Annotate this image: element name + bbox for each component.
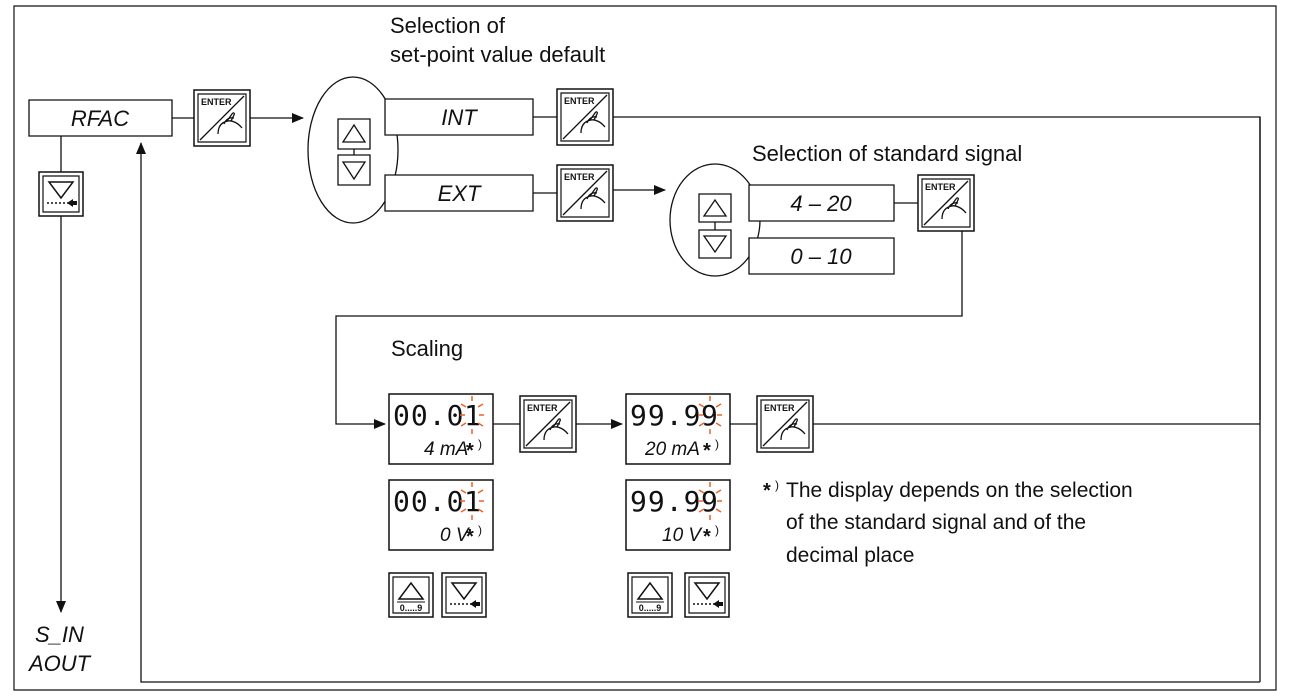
footnote-marker-paren: ) (715, 523, 719, 537)
scaling-min-display (389, 394, 493, 464)
down-back-key-icon[interactable] (684, 572, 730, 618)
footnote-marker: * (763, 480, 771, 502)
return-to-rfac-line (136, 142, 1260, 682)
footnote-marker: * (703, 526, 711, 548)
scaling-max-volt-value: 99.9 (630, 485, 701, 518)
heading-standard-signal: Selection of standard signal (752, 141, 1022, 166)
heading-selection-default-1: Selection of (390, 13, 506, 38)
digit-range-label: 0.....9 (400, 603, 423, 613)
exit-label-2: AOUT (27, 651, 92, 676)
footnote-marker-paren: ) (715, 437, 719, 451)
scaling-min-volt-blink-digit: 1 (464, 485, 482, 518)
enter-key-label: ENTER (564, 96, 595, 106)
diagram-frame (14, 6, 1276, 690)
scaling-min-value: 00.0 (393, 399, 464, 432)
rfac-box (29, 100, 172, 136)
footnote-marker-paren: ) (478, 437, 482, 451)
scaling-max-blink-digit: 9 (701, 399, 719, 432)
scaling-max-display (626, 394, 730, 464)
footnote-marker: * (466, 526, 474, 548)
ext-box (385, 175, 533, 211)
heading-selection-default-2: set-point value default (390, 42, 605, 67)
rfac-label: RFAC (71, 106, 129, 131)
down-arrow-icon[interactable] (338, 155, 370, 185)
down-back-key-icon[interactable] (38, 171, 84, 217)
signal-to-scaling-line (336, 231, 962, 429)
selector-ellipse (308, 77, 398, 223)
scaling-min-voltage: 0 V (440, 525, 471, 546)
heading-scaling: Scaling (391, 336, 463, 361)
scaling-min-volt-value: 00.0 (393, 485, 464, 518)
range-4-20-box (749, 185, 894, 221)
int-label: INT (441, 105, 478, 130)
enter-key-label: ENTER (564, 172, 595, 182)
scaling-max-volt-display (626, 480, 730, 550)
exit-label-1: S_IN (35, 622, 84, 647)
scaling-min-current: 4 mA (424, 439, 468, 460)
enter-key-label: ENTER (925, 182, 956, 192)
footnote-marker: * (703, 440, 711, 462)
footnote-line-3: decimal place (786, 544, 914, 567)
digit-range-label: 0.....9 (639, 603, 662, 613)
up-arrow-icon[interactable] (699, 194, 731, 222)
enter-key-label: ENTER (764, 403, 795, 413)
enter-key-label: ENTER (201, 97, 232, 107)
down-arrow-icon[interactable] (699, 230, 731, 258)
scaling-max-current: 20 mA (644, 439, 700, 460)
footnote-line-2: of the standard signal and of the (786, 511, 1086, 534)
enter-key-label: ENTER (527, 403, 558, 413)
scaling-min-blink-digit: 1 (464, 399, 482, 432)
scaling-max-voltage: 10 V (662, 525, 703, 546)
footnote-marker: * (466, 440, 474, 462)
scaling-min-volt-display (389, 480, 493, 550)
down-back-key-icon[interactable] (441, 572, 487, 618)
ext-label: EXT (438, 181, 482, 206)
scaling-max-value: 99.9 (630, 399, 701, 432)
range-0-10-label: 0 – 10 (790, 244, 852, 269)
up-arrow-icon[interactable] (338, 119, 370, 149)
footnote-marker-paren: ) (478, 523, 482, 537)
range-4-20-label: 4 – 20 (790, 191, 852, 216)
scaling-max-volt-blink-digit: 9 (701, 485, 719, 518)
range-0-10-box (749, 238, 894, 274)
footnote-marker-paren: ) (775, 478, 779, 492)
footnote-line-1: The display depends on the selection (786, 479, 1133, 502)
